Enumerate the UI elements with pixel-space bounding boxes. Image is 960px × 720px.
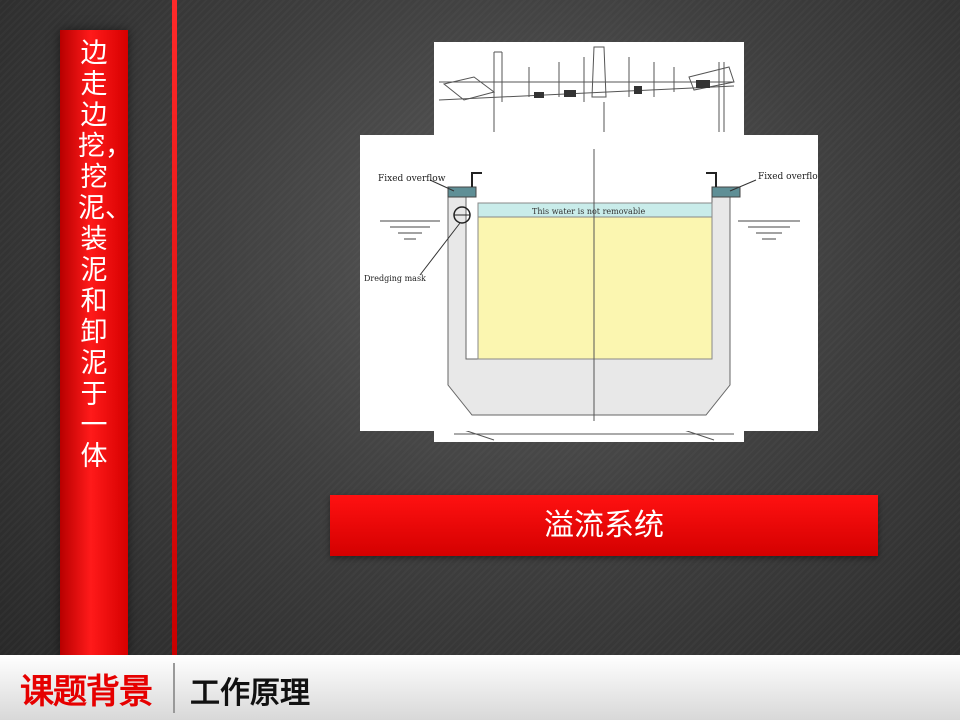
red-vertical-divider (172, 0, 177, 655)
hopper-cross-section-drawing: Fixed overflow Fixed overflow This water… (364, 149, 826, 421)
tab-principle[interactable]: 工作原理 (190, 676, 310, 711)
label-dredging-mask: Dredging mask (364, 274, 426, 283)
tab-divider (173, 663, 175, 713)
tab-background[interactable]: 课题背景 (20, 672, 153, 712)
right-overflow-box (711, 186, 741, 198)
label-left-overflow: Fixed overflow (378, 174, 446, 184)
left-overflow-box (447, 186, 477, 198)
label-right-overflow: Fixed overflow (758, 172, 818, 182)
vertical-banner-text: 边走边挖，挖泥、装泥和卸泥于一体 (78, 38, 132, 472)
caption-box: 溢流系统 (330, 495, 878, 556)
dredger-side-view-drawing (438, 46, 735, 441)
hopper-cross-section-diagram: Fixed overflow Fixed overflow This water… (360, 135, 826, 431)
hopper-load (477, 216, 713, 360)
vertical-banner: 边走边挖，挖泥、装泥和卸泥于一体 (60, 30, 132, 655)
bottom-navigation-bar: 课题背景 工作原理 (0, 655, 960, 720)
caption-text: 溢流系统 (544, 508, 664, 543)
label-water: This water is not removable (532, 207, 645, 216)
water-layer (477, 202, 713, 218)
